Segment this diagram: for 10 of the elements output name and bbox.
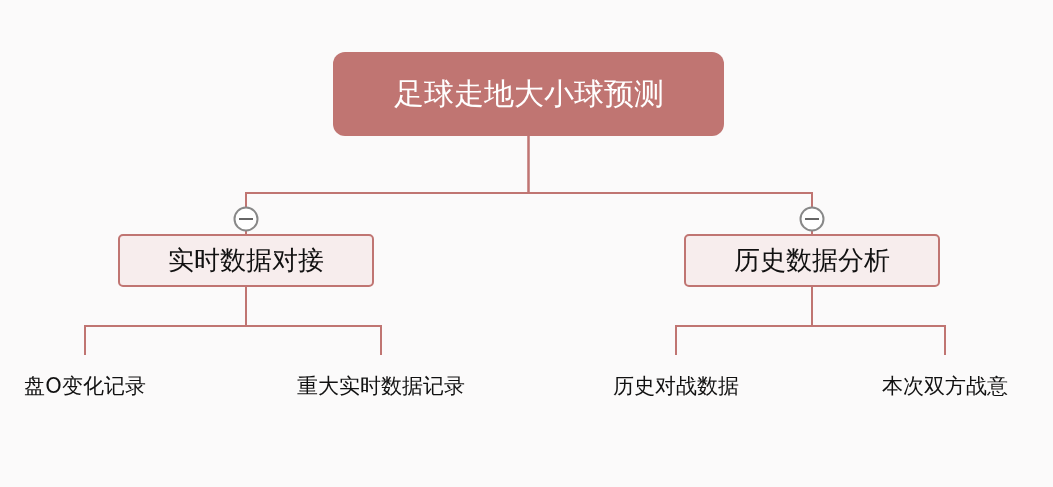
leaf-text: 历史对战数据 — [592, 355, 760, 405]
connector-line — [811, 286, 946, 356]
connector-line — [527, 135, 813, 235]
topic-box: 实时数据对接 — [118, 234, 374, 287]
leaf-text: 本次双方战意 — [860, 355, 1030, 405]
leaf-text: 重大实时数据记录 — [272, 355, 490, 405]
leaf-text: 盘O变化记录 — [5, 355, 165, 405]
root-box: 足球走地大小球预测 — [333, 52, 724, 136]
topic-box: 历史数据分析 — [684, 234, 940, 287]
connector-line — [245, 286, 382, 356]
